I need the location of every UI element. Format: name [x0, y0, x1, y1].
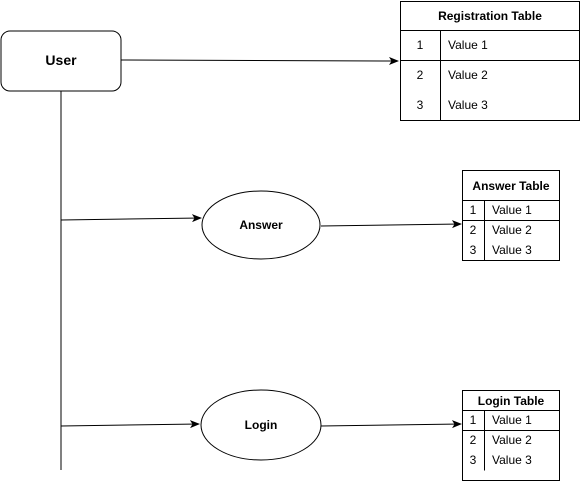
login-table-frame	[462, 390, 560, 481]
answer-row-1-value: Value 1	[492, 203, 532, 217]
login-row-2-value: Value 2	[492, 433, 532, 447]
answer-row-3-num: 3	[470, 243, 477, 257]
answer-row-1-num: 1	[470, 203, 477, 217]
login-label: Login	[245, 418, 278, 432]
login-process[interactable]: Login	[200, 389, 322, 461]
login-row-2-num: 2	[470, 433, 477, 447]
answer-row-2-num: 2	[470, 223, 477, 237]
answer-table-frame	[462, 170, 560, 261]
user-to-registration-arrow	[120, 56, 399, 65]
connectors	[60, 56, 462, 470]
registration-row-2-value: Value 2	[448, 68, 488, 82]
registration-row-3-value: Value 3	[448, 98, 488, 112]
registration-row-2-num: 2	[417, 68, 424, 82]
answer-table[interactable]: Answer Table 1 Value 1 2 Value 2 3 Value…	[462, 170, 560, 261]
login-row-3-num: 3	[470, 453, 477, 467]
answer-label: Answer	[239, 218, 283, 232]
registration-row-1-num: 1	[417, 38, 424, 52]
registration-row-1-value: Value 1	[448, 38, 488, 52]
answer-row-2-value: Value 2	[492, 223, 532, 237]
login-row-1-value: Value 1	[492, 413, 532, 427]
registration-table-title: Registration Table	[438, 9, 542, 23]
login-row-3-value: Value 3	[492, 453, 532, 467]
registration-row-3-num: 3	[417, 98, 424, 112]
answer-process[interactable]: Answer	[201, 190, 321, 260]
user-to-login-arrow	[60, 420, 200, 429]
login-to-login-table-arrow	[320, 420, 462, 429]
registration-table[interactable]: Registration Table 1 Value 1 2 Value 2 3…	[400, 1, 580, 121]
answer-row-3-value: Value 3	[492, 243, 532, 257]
user-box	[0, 30, 122, 92]
user-label: User	[45, 52, 77, 68]
login-ellipse	[200, 389, 322, 461]
user-entity[interactable]: User	[0, 30, 122, 92]
user-to-answer-arrow	[60, 214, 202, 223]
answer-table-title: Answer Table	[472, 179, 549, 193]
answer-to-answer-table-arrow	[320, 220, 462, 229]
login-row-1-num: 1	[470, 413, 477, 427]
answer-ellipse	[201, 190, 321, 260]
login-table-title: Login Table	[478, 394, 545, 408]
login-table[interactable]: Login Table 1 Value 1 2 Value 2 3 Value …	[462, 390, 560, 481]
